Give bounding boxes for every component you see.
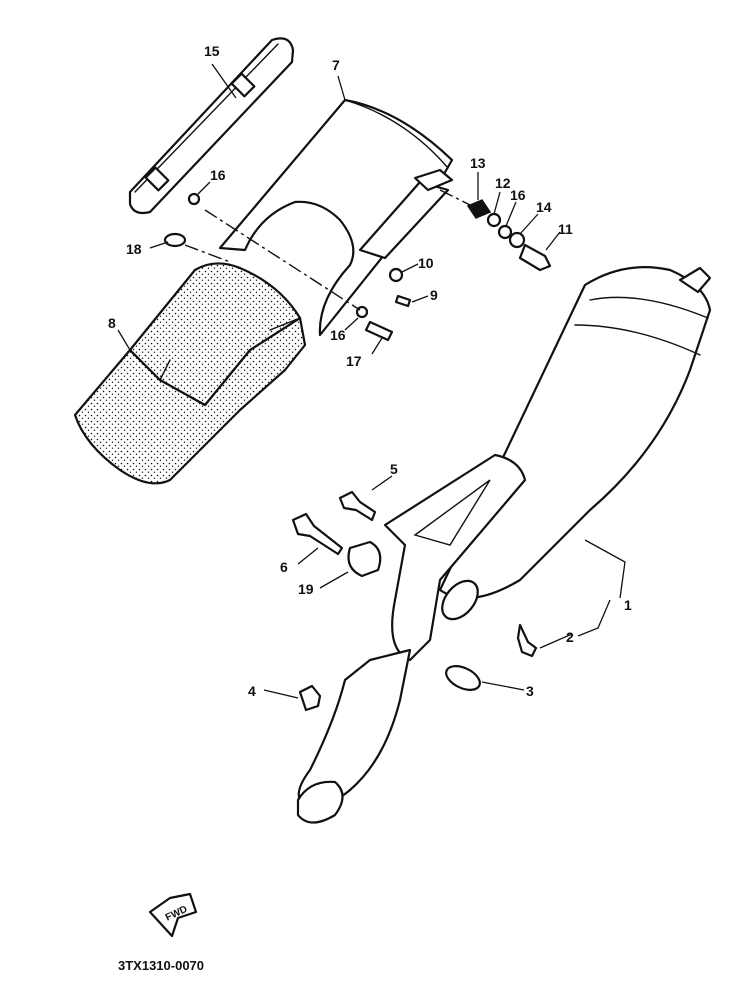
callout-8: 8 — [108, 315, 116, 331]
callout-12: 12 — [495, 175, 511, 191]
screw-2 — [516, 623, 538, 658]
forward-arrow-icon: FWD — [148, 892, 198, 938]
small-heat-protector — [128, 37, 295, 215]
callout-9: 9 — [430, 287, 438, 303]
alignment-line — [204, 209, 361, 311]
callout-19: 19 — [298, 581, 314, 597]
callout-11: 11 — [558, 221, 573, 237]
protector-insulator — [73, 262, 307, 485]
callout-5: 5 — [390, 461, 398, 477]
washer — [187, 192, 201, 206]
callout-7: 7 — [332, 57, 340, 73]
callout-16-lower: 16 — [330, 327, 346, 343]
diagram-code: 3TX1310-0070 — [118, 958, 204, 973]
callout-16-right: 16 — [510, 187, 526, 203]
muffler-protector — [218, 98, 454, 337]
callout-2: 2 — [566, 629, 574, 645]
bolt-4 — [298, 684, 322, 712]
callout-6: 6 — [280, 559, 288, 575]
alignment-line-2 — [184, 244, 231, 263]
callout-13: 13 — [470, 155, 486, 171]
muffler — [438, 266, 712, 621]
leader-lines — [117, 63, 626, 699]
collar — [347, 540, 382, 578]
alignment-line-3 — [439, 189, 471, 206]
bolt-5 — [338, 490, 377, 522]
muffler-bracket — [383, 453, 527, 662]
callout-3: 3 — [526, 683, 534, 699]
callout-4: 4 — [248, 683, 256, 699]
callout-16: 16 — [210, 167, 226, 183]
fastener-set-upper — [355, 199, 552, 342]
exhaust-pipe — [296, 648, 412, 824]
callout-18: 18 — [126, 241, 142, 257]
callout-10: 10 — [418, 255, 434, 271]
callout-17: 17 — [346, 353, 362, 369]
callout-15: 15 — [204, 43, 220, 59]
cap — [163, 232, 187, 248]
callout-1: 1 — [624, 597, 632, 613]
gasket — [445, 665, 481, 691]
callout-14: 14 — [536, 199, 552, 215]
bolt-6 — [291, 512, 344, 556]
